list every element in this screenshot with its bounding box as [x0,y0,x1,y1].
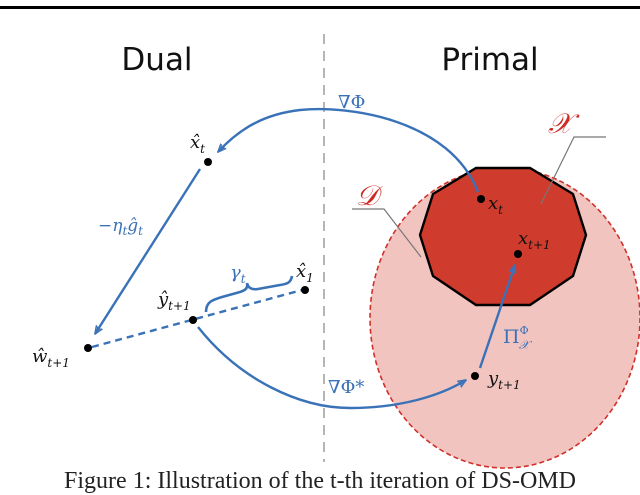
point-y-t1 [471,372,479,380]
gradient-step-arrow [95,168,202,334]
gamma-label: γt [230,262,246,286]
label-y-hat-t1: ŷt+1 [157,289,191,313]
figure-caption: Figure 1: Illustration of the t-th itera… [64,468,576,494]
set-X-label: 𝒳 [548,107,580,140]
point-y-hat-t1 [189,316,197,324]
gradient-step-label: −ηtĝt [98,216,143,238]
label-y-t1: yt+1 [487,368,521,392]
label-x-hat-t: x̂t [190,132,205,156]
label-x-t: xt [488,193,503,217]
label-x-hat-1: x̂1 [296,261,314,285]
top-rule [0,6,640,9]
set-D-leader-line [352,208,422,258]
label-w-hat-t1: ŵt+1 [32,346,70,370]
grad-phi-label: ∇Φ [338,92,365,113]
set-D-label: 𝒟 [356,179,383,212]
point-w-hat-t1 [84,344,92,352]
grad-phi-arrow [218,107,480,193]
gamma-brace [204,275,294,313]
label-x-t1: xt+1 [518,228,551,252]
primal-title: Primal [441,42,538,78]
point-x-hat-t [204,158,212,166]
constraint-set-X-polygon [418,166,588,307]
point-x-t [477,195,485,203]
grad-phi-star-label: ∇Φ* [328,377,364,398]
set-X-leader-line [540,136,606,205]
point-x-hat-1 [301,286,309,294]
dual-title: Dual [121,42,192,78]
grad-phi-star-arrow [197,326,466,410]
projection-arrow [478,265,515,369]
interpolation-dashed-line [91,288,303,349]
point-x-t1 [514,250,522,258]
